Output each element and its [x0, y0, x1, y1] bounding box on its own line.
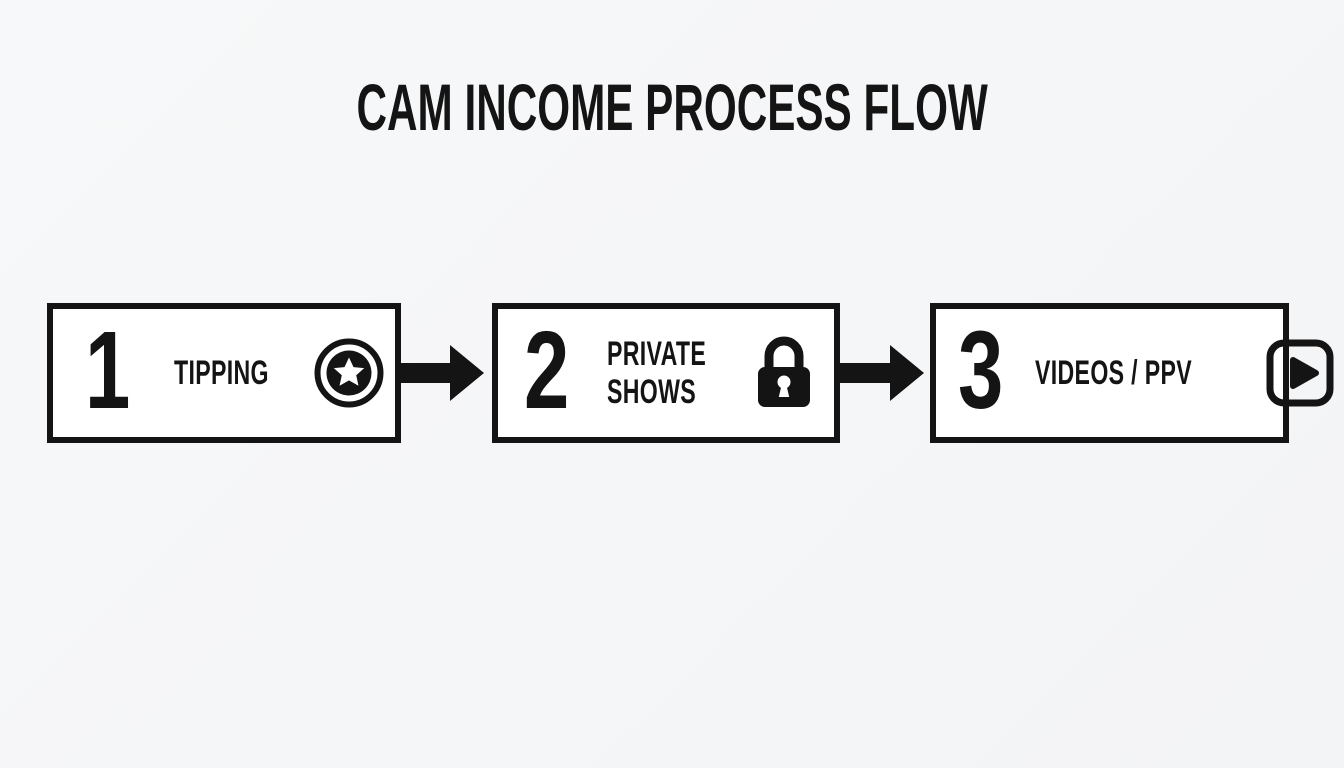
step-label: TIPPING [174, 353, 270, 392]
step-box-videos-ppv: 3 VIDEOS / PPV [930, 303, 1334, 443]
step-box-private-shows: 2 PRIVATE SHOWS [492, 303, 840, 443]
step-number: 2 [524, 308, 570, 432]
step-label-line: SHOWS [607, 373, 697, 411]
flow-arrow-2-to-3 [839, 344, 925, 407]
step-label: PRIVATE SHOWS [607, 335, 706, 411]
step-label-line: PRIVATE [607, 334, 707, 373]
step-number: 1 [85, 308, 131, 432]
page-title: CAM INCOME PROCESS FLOW [0, 74, 1344, 140]
step-box-tipping: 1 TIPPING [47, 303, 401, 443]
play-button-icon [1266, 339, 1334, 407]
star-coin-icon [314, 338, 384, 408]
padlock-icon [753, 336, 815, 410]
page-title-text: CAM INCOME PROCESS FLOW [356, 70, 988, 144]
step-number: 3 [958, 308, 1004, 432]
flow-arrow-1-to-2 [399, 344, 485, 407]
step-label: VIDEOS / PPV [1035, 353, 1193, 392]
